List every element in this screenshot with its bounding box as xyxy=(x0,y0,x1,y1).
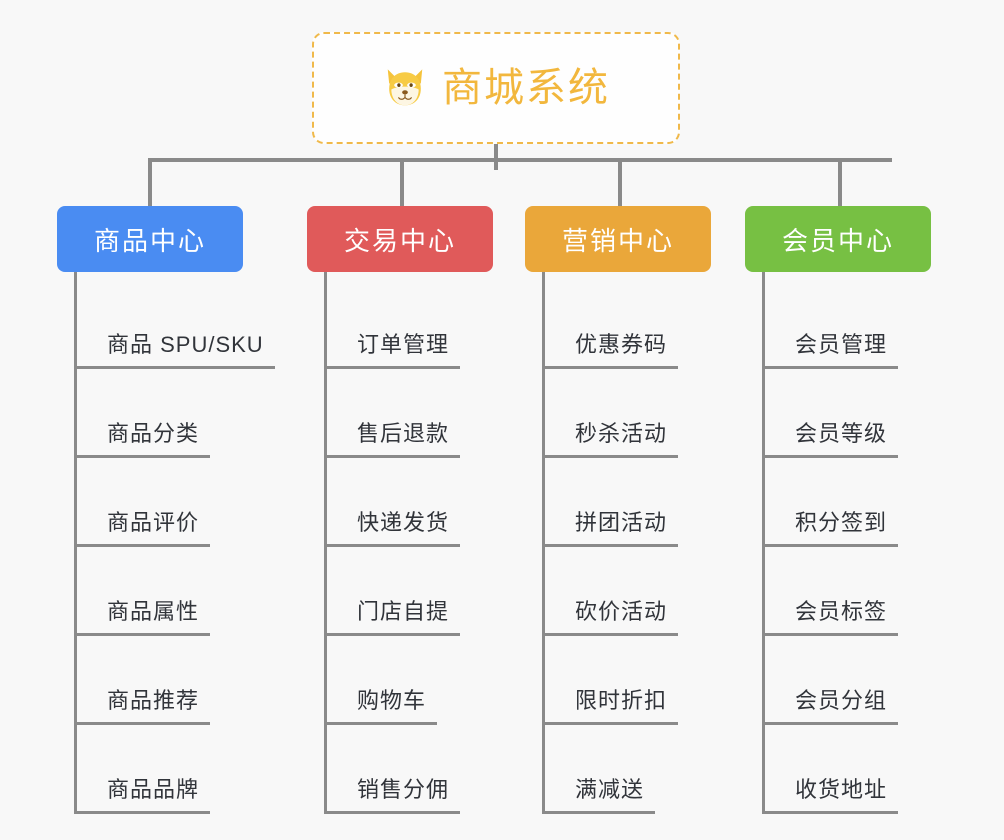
leaf-label: 商品 SPU/SKU xyxy=(107,332,264,357)
list-item[interactable]: 收货地址 xyxy=(762,725,963,814)
leaf-rule xyxy=(74,544,210,547)
root-title: 商城系统 xyxy=(442,66,610,110)
leaf-rule xyxy=(762,633,898,636)
list-item[interactable]: 门店自提 xyxy=(324,547,525,636)
shiba-dog-icon xyxy=(387,69,423,106)
leaf-rule xyxy=(762,722,898,725)
leaf-rule xyxy=(324,544,460,547)
leaf-label: 会员等级 xyxy=(795,421,888,446)
leaf-label: 秒杀活动 xyxy=(575,421,668,446)
leaf-label: 商品属性 xyxy=(107,599,200,624)
leaf-label: 限时折扣 xyxy=(575,688,668,713)
root-node[interactable]: 商城系统 xyxy=(312,32,680,144)
category-label: 营销中心 xyxy=(561,225,674,256)
leaf-label: 会员管理 xyxy=(795,332,888,357)
leaf-label: 门店自提 xyxy=(357,599,450,624)
list-item[interactable]: 商品 SPU/SKU xyxy=(74,280,307,369)
leaf-label: 收货地址 xyxy=(795,777,888,802)
category-label: 商品中心 xyxy=(93,225,206,256)
category-header-0[interactable]: 商品中心 xyxy=(57,206,243,272)
category-label: 会员中心 xyxy=(781,225,894,256)
list-item[interactable]: 拼团活动 xyxy=(542,458,743,547)
leaf-label: 购物车 xyxy=(357,688,427,713)
category-column-0: 商品中心 商品 SPU/SKU 商品分类 商品评价 商品属性 商品推荐 xyxy=(57,206,307,814)
list-item[interactable]: 会员标签 xyxy=(762,547,963,636)
list-item[interactable]: 会员管理 xyxy=(762,280,963,369)
connector-bus-bar xyxy=(148,158,892,162)
list-item[interactable]: 限时折扣 xyxy=(542,636,743,725)
leaf-rule xyxy=(324,366,460,369)
category-header-3[interactable]: 会员中心 xyxy=(745,206,931,272)
list-item[interactable]: 秒杀活动 xyxy=(542,369,743,458)
leaf-list-3: 会员管理 会员等级 积分签到 会员标签 会员分组 收货地址 xyxy=(762,272,963,814)
list-item[interactable]: 商品评价 xyxy=(74,458,307,547)
leaf-rule xyxy=(324,633,460,636)
leaf-list-0: 商品 SPU/SKU 商品分类 商品评价 商品属性 商品推荐 商品品牌 xyxy=(74,272,307,814)
list-item[interactable]: 商品属性 xyxy=(74,547,307,636)
leaf-rule xyxy=(542,544,678,547)
connector-drop-3 xyxy=(838,158,842,206)
leaf-rule xyxy=(74,811,210,814)
category-column-1: 交易中心 订单管理 售后退款 快递发货 门店自提 购物车 xyxy=(307,206,525,814)
leaf-rule xyxy=(542,633,678,636)
list-item[interactable]: 会员分组 xyxy=(762,636,963,725)
list-item[interactable]: 砍价活动 xyxy=(542,547,743,636)
category-column-2: 营销中心 优惠券码 秒杀活动 拼团活动 砍价活动 限时折扣 xyxy=(525,206,743,814)
leaf-label: 会员分组 xyxy=(795,688,888,713)
leaf-label: 商品推荐 xyxy=(107,688,200,713)
connector-root-stem xyxy=(494,144,498,170)
leaf-label: 销售分佣 xyxy=(357,777,450,802)
leaf-rule xyxy=(324,811,460,814)
list-item[interactable]: 会员等级 xyxy=(762,369,963,458)
list-item[interactable]: 商品分类 xyxy=(74,369,307,458)
leaf-list-2: 优惠券码 秒杀活动 拼团活动 砍价活动 限时折扣 满减送 xyxy=(542,272,743,814)
leaf-label: 售后退款 xyxy=(357,421,450,446)
leaf-rule xyxy=(542,722,678,725)
list-item[interactable]: 销售分佣 xyxy=(324,725,525,814)
leaf-rule xyxy=(74,722,210,725)
leaf-label: 拼团活动 xyxy=(575,510,668,535)
connector-drop-0 xyxy=(148,158,152,206)
leaf-rule xyxy=(74,633,210,636)
leaf-rule xyxy=(542,811,655,814)
leaf-label: 快递发货 xyxy=(357,510,450,535)
category-header-1[interactable]: 交易中心 xyxy=(307,206,493,272)
leaf-label: 商品评价 xyxy=(107,510,200,535)
list-item[interactable]: 优惠券码 xyxy=(542,280,743,369)
leaf-rule xyxy=(324,722,437,725)
leaf-label: 砍价活动 xyxy=(575,599,668,624)
leaf-list-1: 订单管理 售后退款 快递发货 门店自提 购物车 销售分佣 xyxy=(324,272,525,814)
leaf-rule xyxy=(542,366,678,369)
leaf-label: 积分签到 xyxy=(795,510,888,535)
leaf-rule xyxy=(762,544,898,547)
category-column-3: 会员中心 会员管理 会员等级 积分签到 会员标签 会员分组 xyxy=(745,206,963,814)
leaf-rule xyxy=(74,455,210,458)
list-item[interactable]: 售后退款 xyxy=(324,369,525,458)
leaf-label: 会员标签 xyxy=(795,599,888,624)
list-item[interactable]: 商品品牌 xyxy=(74,725,307,814)
leaf-label: 优惠券码 xyxy=(575,332,668,357)
category-header-2[interactable]: 营销中心 xyxy=(525,206,711,272)
list-item[interactable]: 快递发货 xyxy=(324,458,525,547)
list-item[interactable]: 订单管理 xyxy=(324,280,525,369)
connector-drop-1 xyxy=(400,158,404,206)
leaf-label: 满减送 xyxy=(575,777,645,802)
leaf-rule xyxy=(762,811,898,814)
leaf-label: 商品分类 xyxy=(107,421,200,446)
category-label: 交易中心 xyxy=(343,225,456,256)
list-item[interactable]: 商品推荐 xyxy=(74,636,307,725)
leaf-rule xyxy=(542,455,678,458)
leaf-rule xyxy=(324,455,460,458)
leaf-rule xyxy=(74,366,275,369)
leaf-rule xyxy=(762,366,898,369)
list-item[interactable]: 积分签到 xyxy=(762,458,963,547)
list-item[interactable]: 满减送 xyxy=(542,725,743,814)
leaf-label: 商品品牌 xyxy=(107,777,200,802)
leaf-rule xyxy=(762,455,898,458)
connector-drop-2 xyxy=(618,158,622,206)
leaf-label: 订单管理 xyxy=(357,332,450,357)
list-item[interactable]: 购物车 xyxy=(324,636,525,725)
